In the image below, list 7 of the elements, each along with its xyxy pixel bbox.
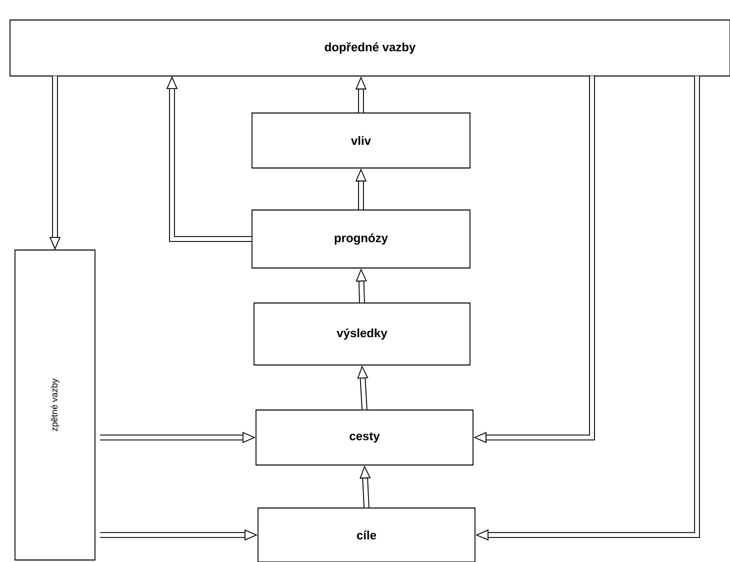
process-box: dopředné vazby	[10, 20, 730, 76]
process-box: vliv	[252, 112, 470, 168]
feedback-box: zpětné vazby	[14, 250, 96, 560]
process-box: prognózy	[252, 210, 470, 268]
process-box: cesty	[256, 410, 474, 466]
process-box: cíle	[258, 508, 476, 562]
process-box: výsledky	[254, 302, 470, 366]
